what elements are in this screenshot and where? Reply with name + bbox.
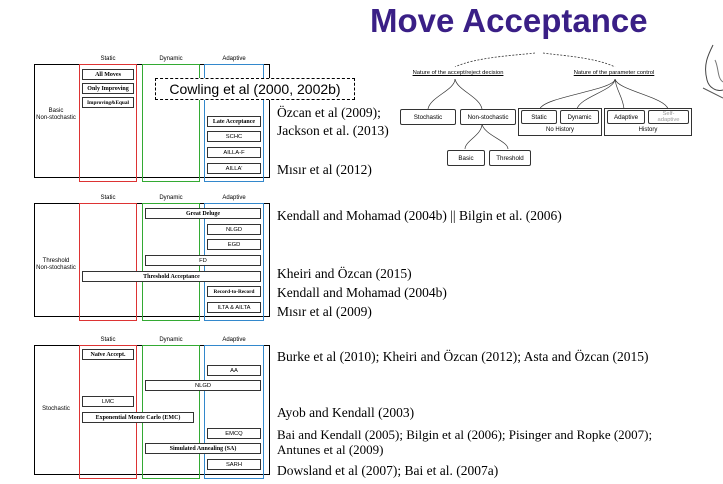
emcq-box: EMCQ (207, 428, 261, 439)
naive-accept-box: Naïve Accept. (82, 349, 134, 360)
no-history-label: No History (545, 127, 574, 133)
nlgd-box: NLGD (207, 224, 261, 235)
ref-bai-bilgin-pisinger: Bai and Kendall (2005); Bilgin et al (20… (277, 427, 653, 442)
sarh-box: SARH (207, 459, 261, 470)
ailla-label: AILLA (225, 165, 242, 172)
column-header-adaptive-3: Adaptive (222, 337, 246, 343)
ilta-ailta-box: ILTA & AILTA (207, 302, 261, 313)
aa-box: AA (207, 365, 261, 376)
ref-antunes: Antunes et al (2009) (277, 442, 384, 457)
history-group (604, 108, 692, 136)
ref-burke-kheiri-asta: Burke et al (2010); Kheiri and Özcan (20… (277, 349, 649, 364)
ref-misir-2012: Mısır et al (2012) (277, 162, 372, 177)
dynamic-column (142, 64, 200, 182)
column-header-adaptive: Adaptive (222, 56, 246, 62)
ref-kendall-bilgin: Kendall and Mohamad (2004b) || Bilgin et… (277, 208, 562, 223)
column-header-static-3: Static (100, 337, 116, 343)
node-basic: Basic (447, 150, 485, 166)
column-header-static: Static (100, 56, 116, 62)
threshold-acceptance-box: Threshold Acceptance (82, 271, 261, 282)
column-header-dynamic: Dynamic (159, 56, 183, 62)
great-deluge-box: Great Deluge (145, 208, 261, 219)
ref-kheiri-2015: Kheiri and Özcan (2015) (277, 266, 412, 281)
ref-misir-2009: Mısır et al (2009) (277, 304, 372, 319)
column-header-static-2: Static (100, 195, 116, 201)
nlgd-box-2: NLGD (145, 380, 261, 391)
node-stochastic: Stochastic (400, 109, 456, 125)
decorative-figure (702, 44, 723, 99)
column-header-dynamic-3: Dynamic (159, 337, 183, 343)
node-self-adaptive: Self- adaptive (648, 110, 689, 124)
row-label-basic: Basic Non-stochastic (34, 108, 78, 122)
row-label-stochastic: Stochastic (42, 406, 70, 412)
simulated-annealing-box: Simulated Annealing (SA) (145, 443, 261, 454)
adaptive-column-3 (204, 345, 264, 479)
row-label-basic-line: Basic Non-stochastic (36, 108, 76, 121)
ailla-f-box: AILLA-F (207, 147, 261, 158)
history-label: History (638, 127, 658, 133)
node-parameter-control: Nature of the parameter control (548, 67, 680, 79)
ref-kendall-2004b: Kendall and Mohamad (2004b) (277, 285, 447, 300)
ailla-box: AILLA' (207, 163, 261, 174)
node-non-stochastic: Non-stochastic (460, 109, 516, 125)
column-header-dynamic-2: Dynamic (159, 195, 183, 201)
ref-ozcan-2009: Özcan et al (2009); (277, 105, 381, 120)
egd-box: EGD (207, 239, 261, 250)
no-history-group (518, 108, 602, 136)
cowling-callout: Cowling et al (2000, 2002b) (155, 78, 355, 100)
improving-equal-box: Improving&Equal (82, 97, 134, 108)
adaptive-column (204, 64, 264, 182)
row-label-threshold-line: Threshold Non-stochastic (36, 258, 76, 271)
static-column (79, 64, 137, 182)
page-title: Move Acceptance (370, 2, 648, 39)
node-threshold: Threshold (489, 150, 531, 166)
lmc-box: LMC (82, 396, 134, 407)
only-improving-box: Only Improving (82, 83, 134, 94)
static-column-2 (79, 203, 137, 321)
ref-dowsland-bai: Dowsland et al (2007); Bai et al. (2007a… (277, 463, 499, 478)
fd-box: FD (145, 255, 261, 266)
column-header-adaptive-2: Adaptive (222, 195, 246, 201)
all-moves-box: All Moves (82, 69, 134, 80)
emc-box: Exponential Monte Carlo (EMC) (82, 412, 194, 423)
row-label-threshold: Threshold Non-stochastic (34, 258, 78, 272)
late-acceptance-box: Late Acceptance (207, 116, 261, 127)
ref-ayob-kendall: Ayob and Kendall (2003) (277, 405, 415, 420)
node-accept-reject: Nature of the accept/reject decision (402, 67, 514, 79)
ref-jackson-2013: Jackson et al. (2013) (277, 123, 389, 138)
record-to-record-box: Record-to-Record (207, 286, 261, 297)
schc-box: SCHC (207, 131, 261, 142)
node-dynamic: Dynamic (560, 110, 599, 124)
node-static: Static (521, 110, 557, 124)
taxonomy-connectors (427, 52, 669, 150)
ailla-mark: ' (241, 165, 243, 172)
node-adaptive: Adaptive (607, 110, 645, 124)
